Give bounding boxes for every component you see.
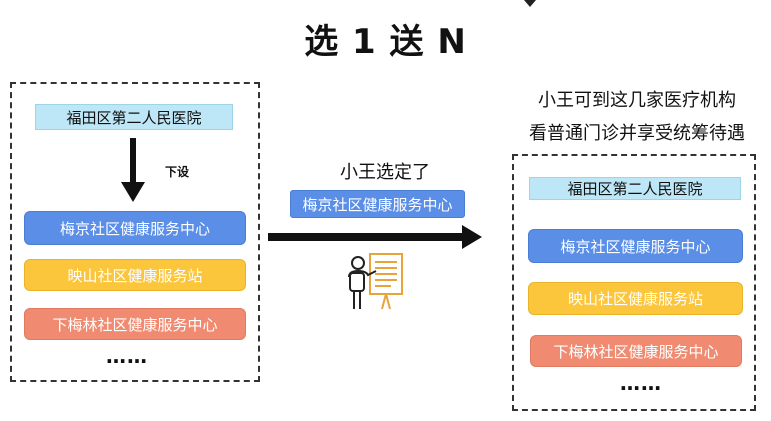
presenter-at-board-icon [348, 253, 403, 310]
right-item-xiameilin: 下梅林社区健康服务中心 [530, 335, 742, 367]
selected-caption: 小王选定了 [340, 162, 430, 183]
left-item-yingshan: 映山社区健康服务站 [24, 259, 246, 291]
right-arrow-icon [268, 225, 482, 249]
left-item-xiameilin: 下梅林社区健康服务中心 [24, 308, 246, 340]
right-ellipsis: …… [620, 371, 662, 395]
left-hospital-box: 福田区第二人民医院 [35, 104, 233, 130]
down-arrow-icon [121, 138, 145, 202]
left-item-meijing: 梅京社区健康服务中心 [24, 211, 246, 245]
left-ellipsis: …… [106, 344, 148, 368]
page-title: 选 1 送 N [304, 22, 467, 62]
right-panel [512, 154, 756, 411]
subordinate-label: 下设 [165, 165, 190, 179]
right-caption-line1: 小王可到这几家医疗机构 [538, 90, 736, 111]
right-hospital-box: 福田区第二人民医院 [529, 177, 741, 200]
selected-center-box: 梅京社区健康服务中心 [290, 190, 465, 218]
right-caption-line2: 看普通门诊并享受统筹待遇 [529, 123, 745, 144]
top-edge-marker-icon [524, 0, 536, 7]
right-item-yingshan: 映山社区健康服务站 [528, 282, 743, 315]
right-item-meijing: 梅京社区健康服务中心 [528, 229, 743, 263]
left-panel [10, 82, 260, 382]
